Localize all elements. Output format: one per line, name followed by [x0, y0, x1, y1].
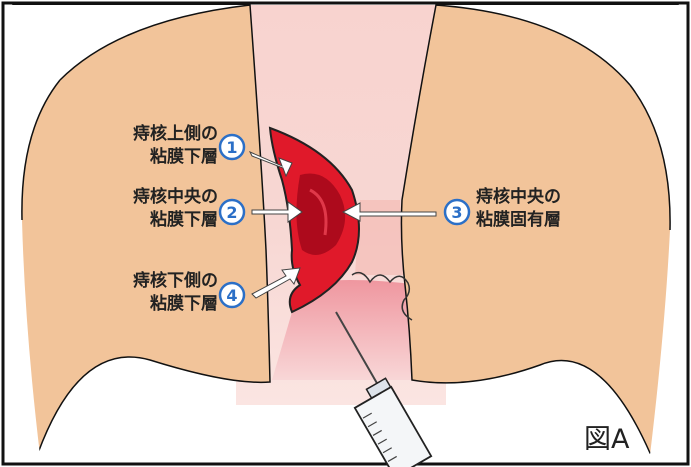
label-3: 痔核中央の 粘膜固有層 [476, 186, 596, 232]
label-1-line2: 粘膜下層 [108, 146, 218, 169]
label-4-line1: 痔核下側の [108, 270, 218, 293]
label-2-line2: 粘膜下層 [108, 209, 218, 232]
svg-text:2: 2 [226, 203, 237, 222]
label-1: 痔核上側の 粘膜下層 [108, 123, 218, 169]
label-4-line2: 粘膜下層 [108, 293, 218, 316]
figure-label: 図A [584, 417, 629, 456]
svg-text:4: 4 [226, 286, 237, 305]
marker-1: 1 [220, 135, 244, 159]
svg-text:3: 3 [451, 203, 462, 222]
label-2-line1: 痔核中央の [108, 186, 218, 209]
svg-text:1: 1 [226, 138, 237, 157]
marker-3: 3 [445, 200, 469, 224]
label-3-line2: 粘膜固有層 [476, 209, 596, 232]
marker-2: 2 [220, 200, 244, 224]
marker-4: 4 [220, 283, 244, 307]
label-2: 痔核中央の 粘膜下層 [108, 186, 218, 232]
label-4: 痔核下側の 粘膜下層 [108, 270, 218, 316]
label-1-line1: 痔核上側の [108, 123, 218, 146]
label-3-line1: 痔核中央の [476, 186, 596, 209]
dentate-area [355, 200, 405, 275]
